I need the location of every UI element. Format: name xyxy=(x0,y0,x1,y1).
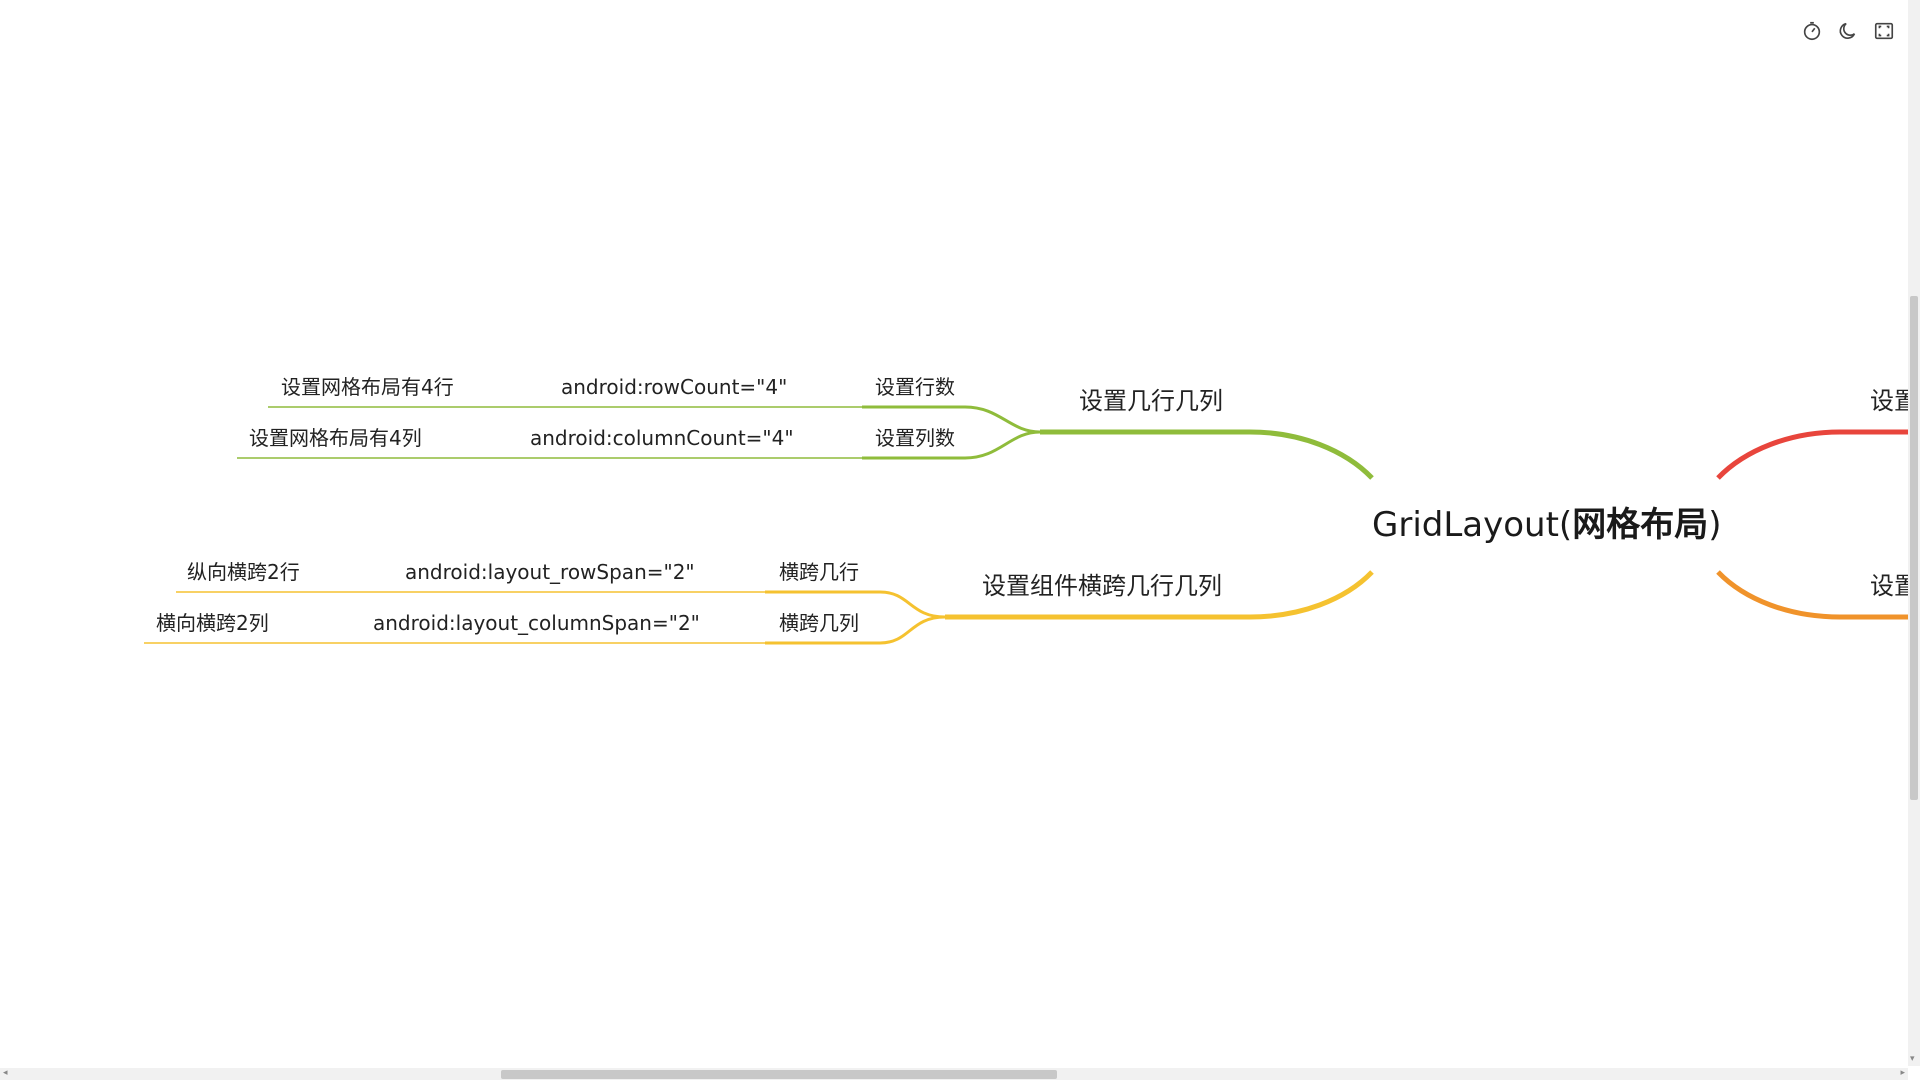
scroll-right-icon[interactable]: ▸ xyxy=(1900,1068,1905,1078)
node-column-span-attr[interactable]: android:layout_columnSpan="2" xyxy=(373,611,700,635)
connector-rowcount xyxy=(862,405,1041,434)
root-node[interactable]: GridLayout(网格布局) xyxy=(1372,508,1721,542)
node-column-count-attr[interactable]: android:columnCount="4" xyxy=(530,426,794,450)
node-span[interactable]: 设置组件横跨几行几列 xyxy=(982,572,1222,600)
scroll-down-icon[interactable]: ▾ xyxy=(1910,1054,1915,1064)
node-row-span-attr[interactable]: android:layout_rowSpan="2" xyxy=(405,560,695,584)
node-column-span-desc[interactable]: 横向横跨2列 xyxy=(156,611,269,635)
timer-icon[interactable] xyxy=(1800,19,1824,43)
connector-columnspan xyxy=(765,615,946,645)
connector-root-right-bottom xyxy=(1716,570,1910,620)
node-column-span[interactable]: 横跨几列 xyxy=(779,611,859,635)
scroll-left-icon[interactable]: ◂ xyxy=(3,1068,8,1078)
horizontal-scrollbar-thumb[interactable] xyxy=(501,1070,1057,1079)
node-row-count[interactable]: 设置行数 xyxy=(875,375,955,399)
connector-rowspan xyxy=(765,590,946,619)
node-column-count-desc[interactable]: 设置网格布局有4列 xyxy=(249,426,422,450)
connector-columncount xyxy=(862,430,1041,460)
vertical-scrollbar[interactable]: ▾ xyxy=(1908,0,1920,1066)
connector-root-span xyxy=(945,570,1374,620)
node-rows-cols[interactable]: 设置几行几列 xyxy=(1079,387,1223,415)
node-row-count-attr[interactable]: android:rowCount="4" xyxy=(561,375,788,399)
dark-mode-icon[interactable] xyxy=(1836,19,1860,43)
fullscreen-icon[interactable] xyxy=(1872,19,1896,43)
node-row-span[interactable]: 横跨几行 xyxy=(779,560,859,584)
node-column-count[interactable]: 设置列数 xyxy=(875,426,955,450)
node-row-count-desc[interactable]: 设置网格布局有4行 xyxy=(281,375,454,399)
root-label-suffix: ) xyxy=(1708,505,1722,545)
connector-root-right-top xyxy=(1716,429,1910,480)
toolbar xyxy=(1800,19,1896,43)
vertical-scrollbar-thumb[interactable] xyxy=(1910,296,1918,800)
root-label-bold: 网格布局 xyxy=(1572,505,1709,545)
node-row-span-desc[interactable]: 纵向横跨2行 xyxy=(187,560,300,584)
root-label-prefix: GridLayout( xyxy=(1372,505,1573,545)
connector-root-rows-cols xyxy=(1040,429,1374,480)
horizontal-scrollbar[interactable]: ◂ ▸ xyxy=(0,1068,1908,1080)
